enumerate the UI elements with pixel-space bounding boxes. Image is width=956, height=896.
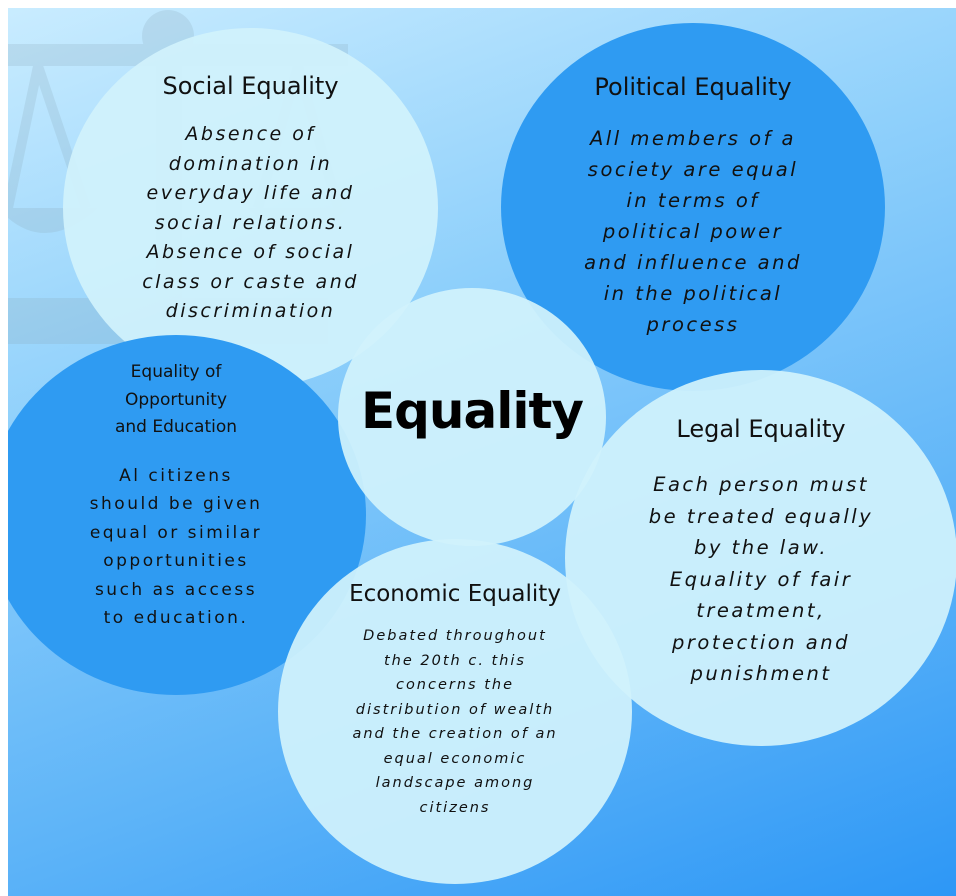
opportunity-education-description: Al citizens should be given equal or sim… <box>90 462 263 633</box>
description-line: Al citizens <box>119 465 233 486</box>
description-line: class or caste and <box>142 270 359 293</box>
political-equality-title: Political Equality <box>594 73 792 101</box>
description-line: equal economic <box>383 750 527 767</box>
legal-equality-circle: Legal Equality Each person must be treat… <box>565 370 956 746</box>
description-line: concerns the <box>395 677 515 693</box>
equality-center-circle: Equality <box>338 288 606 546</box>
description-line: Debated throughout <box>363 628 547 644</box>
description-line: treatment, <box>696 599 826 622</box>
economic-equality-title: Economic Equality <box>349 581 561 607</box>
description-line: equal or similar <box>89 522 263 543</box>
description-line: society are equal <box>587 158 799 181</box>
opportunity-education-title: Equality of Opportunity and Education <box>115 359 237 442</box>
description-line: should be given <box>89 494 263 514</box>
description-line: in the political <box>603 282 783 305</box>
description-line: process <box>646 313 740 336</box>
description-line: Each person must <box>653 473 869 496</box>
description-line: domination in <box>168 152 333 175</box>
description-line: Absence of <box>185 123 316 145</box>
equality-diagram: Social Equality Absence of domination in… <box>8 8 956 896</box>
description-line: in terms of <box>626 189 760 212</box>
description-line: distribution of wealth <box>355 701 555 718</box>
description-line: and the creation of an <box>352 726 558 742</box>
description-line: and influence and <box>584 251 802 274</box>
description-line: be treated equally <box>648 504 874 528</box>
description-line: the 20th c. this <box>384 652 526 669</box>
political-equality-description: All members of a society are equal in te… <box>584 123 802 340</box>
economic-equality-circle: Economic Equality Debated throughout the… <box>278 539 632 884</box>
description-line: such as access <box>94 579 258 600</box>
title-line: and Education <box>114 417 238 437</box>
description-line: Equality of fair <box>669 567 853 591</box>
description-line: All members of a <box>589 127 797 150</box>
description-line: by the law. <box>693 536 829 559</box>
description-line: discrimination <box>165 300 336 322</box>
description-line: everyday life and <box>146 182 355 204</box>
title-line: Equality of <box>130 362 222 382</box>
economic-equality-description: Debated throughout the 20th c. this conc… <box>352 624 557 820</box>
description-line: social relations. <box>154 211 347 234</box>
description-line: political power <box>602 220 784 243</box>
legal-equality-title: Legal Equality <box>676 415 846 443</box>
description-line: landscape among <box>375 775 535 791</box>
description-line: citizens <box>419 799 491 816</box>
legal-equality-description: Each person must be treated equally by t… <box>649 469 873 690</box>
title-line: Opportunity <box>124 389 228 410</box>
description-line: Absence of social <box>146 241 355 263</box>
equality-main-title: Equality <box>360 382 584 440</box>
description-line: punishment <box>690 662 832 685</box>
description-line: to education. <box>103 608 249 628</box>
social-equality-title: Social Equality <box>162 72 339 100</box>
social-equality-description: Absence of domination in everyday life a… <box>142 120 359 327</box>
description-line: protection and <box>672 630 850 654</box>
description-line: opportunities <box>103 551 249 571</box>
social-equality-circle: Social Equality Absence of domination in… <box>63 28 438 388</box>
